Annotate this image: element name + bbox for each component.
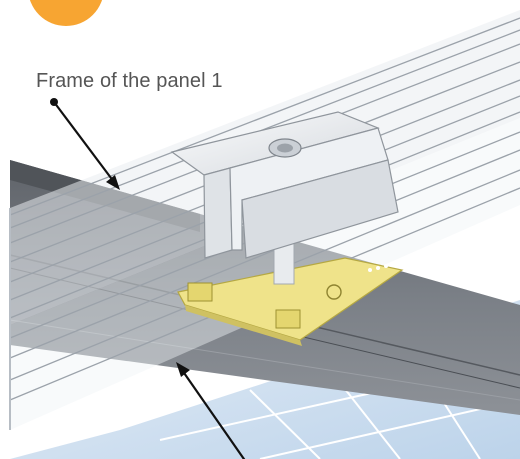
end-clamp xyxy=(170,111,399,259)
frame-arrow xyxy=(50,98,120,190)
orange-circle-badge-icon xyxy=(29,0,103,26)
clamp-base-plate xyxy=(177,257,404,346)
rail-arrow xyxy=(176,362,246,459)
frame-of-panel-1-label: Frame of the panel 1 xyxy=(36,70,223,92)
